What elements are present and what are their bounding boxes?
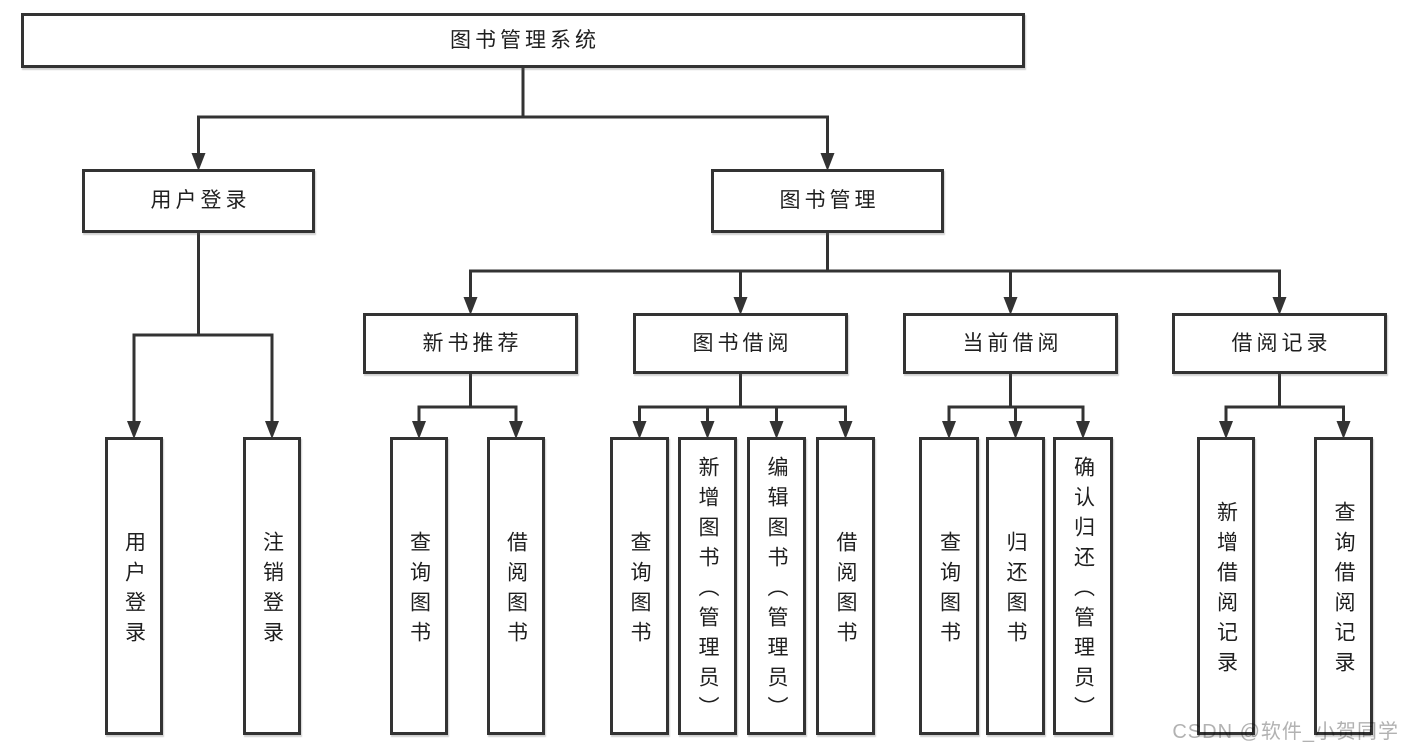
node-label: 查询图书 (407, 530, 431, 651)
node-do-user-login: 用户登录 (105, 437, 163, 735)
node-br-query-record: 查询借阅记录 (1314, 437, 1373, 735)
node-label: 注销登录 (260, 530, 284, 651)
node-cb-query-books: 查询图书 (919, 437, 979, 735)
node-label: 归还图书 (1004, 530, 1027, 651)
node-label: 新增图书（管理员） (696, 455, 719, 726)
node-new-book-recommend: 新书推荐 (363, 313, 578, 374)
node-bb-query-books: 查询图书 (610, 437, 669, 735)
node-book-borrowing: 图书借阅 (633, 313, 848, 374)
node-label: 图书管理系统 (450, 28, 600, 52)
node-logout: 注销登录 (243, 437, 301, 735)
node-rec-query-books: 查询图书 (390, 437, 448, 735)
node-label: 图书借阅 (692, 331, 793, 355)
node-label: 借阅图书 (834, 530, 857, 651)
node-label: 查询借阅记录 (1332, 500, 1355, 681)
node-rec-borrow-books: 借阅图书 (487, 437, 545, 735)
node-root: 图书管理系统 (21, 13, 1025, 68)
watermark: CSDN @软件_小贺同学 (1172, 721, 1399, 743)
node-label: 图书管理 (779, 189, 880, 213)
node-label: 当前借阅 (962, 331, 1063, 355)
node-label: 确认归还（管理员） (1071, 455, 1095, 726)
node-book-management: 图书管理 (711, 169, 944, 233)
node-label: 查询图书 (628, 530, 651, 651)
node-bb-add-books: 新增图书（管理员） (678, 437, 737, 735)
node-bb-edit-books: 编辑图书（管理员） (747, 437, 806, 735)
node-user-login: 用户登录 (82, 169, 315, 233)
node-label: 编辑图书（管理员） (765, 455, 788, 726)
node-label: 借阅图书 (504, 530, 528, 651)
node-current-borrowing: 当前借阅 (903, 313, 1118, 374)
node-cb-return-books: 归还图书 (986, 437, 1045, 735)
node-label: 新增借阅记录 (1214, 500, 1238, 681)
node-cb-confirm-return: 确认归还（管理员） (1053, 437, 1113, 735)
node-label: 新书推荐 (422, 331, 523, 355)
node-bb-borrow-books: 借阅图书 (816, 437, 875, 735)
node-label: 用户登录 (122, 530, 146, 651)
node-label: 查询图书 (937, 530, 961, 651)
node-br-add-record: 新增借阅记录 (1197, 437, 1255, 735)
node-label: 借阅记录 (1231, 331, 1332, 355)
node-label: 用户登录 (150, 189, 251, 213)
node-borrowing-records: 借阅记录 (1172, 313, 1387, 374)
